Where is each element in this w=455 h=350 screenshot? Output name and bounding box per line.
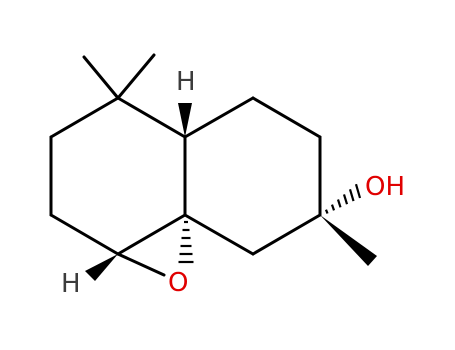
atom-label-oxygen: O (168, 268, 188, 298)
methyl-bond (116, 53, 156, 100)
hash-line (348, 188, 355, 202)
bond (183, 96, 255, 139)
atom-label-bottom-h: H (61, 269, 81, 299)
wedge-to-methyl (320, 215, 377, 266)
hash-line (354, 183, 362, 199)
gem-dimethyl (82, 53, 156, 100)
hash-line (342, 194, 349, 205)
bond (49, 96, 120, 139)
hashed-wedge-to-oxygen (178, 220, 194, 264)
hash-line (324, 209, 329, 214)
bond (251, 96, 322, 139)
wedge-to-bottom-h (85, 254, 118, 281)
bond (251, 213, 322, 256)
methyl-bond (82, 55, 120, 100)
hashed-wedge-to-hydroxyl (324, 183, 362, 214)
hash-line (330, 204, 336, 211)
bond (49, 213, 120, 256)
right-ring (183, 96, 322, 256)
hash-line (336, 199, 342, 208)
bond (116, 96, 187, 139)
wedge-to-top-h (178, 103, 192, 137)
bond (116, 213, 187, 256)
left-ring (49, 96, 187, 256)
epoxide-bond (116, 252, 166, 277)
atom-label-hydroxyl: OH (365, 172, 405, 202)
atom-label-top-h: H (176, 67, 196, 97)
bond (183, 213, 255, 256)
